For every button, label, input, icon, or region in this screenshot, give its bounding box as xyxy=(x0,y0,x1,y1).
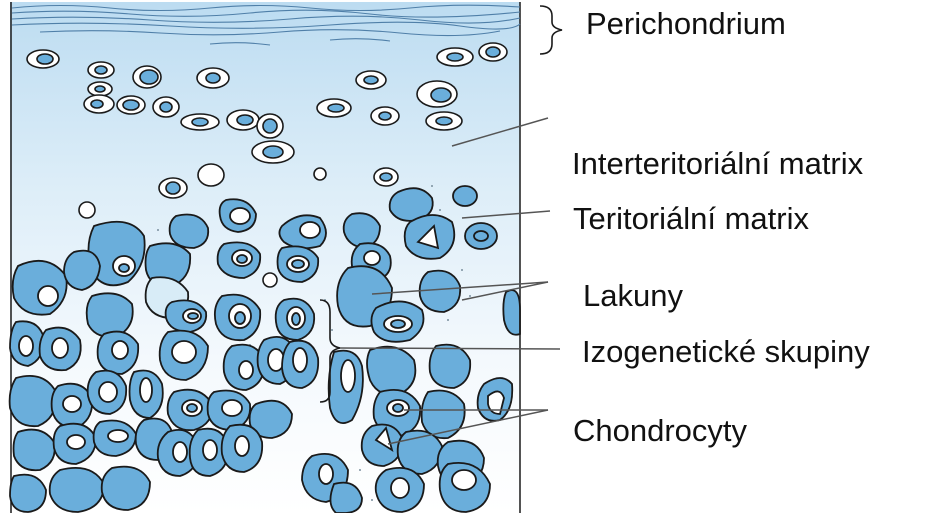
lacuna xyxy=(417,81,457,107)
lacuna xyxy=(79,202,95,218)
lacuna xyxy=(40,328,81,371)
lacuna xyxy=(227,110,259,130)
lacuna xyxy=(252,141,294,163)
lacuna xyxy=(282,341,318,388)
lacuna xyxy=(362,425,402,467)
lacuna xyxy=(317,99,351,117)
lacuna xyxy=(87,293,133,336)
lacuna xyxy=(430,345,471,388)
lacuna xyxy=(130,371,163,419)
lacuna xyxy=(159,178,187,198)
label-perichondrium: Perichondrium xyxy=(586,8,786,39)
label-chondrocytes: Chondrocyty xyxy=(573,415,747,446)
perichondrium-brace xyxy=(540,6,562,54)
lacuna xyxy=(222,425,263,472)
lacuna xyxy=(376,468,424,512)
lacuna xyxy=(278,246,319,282)
lacuna xyxy=(405,215,455,259)
lacuna xyxy=(420,271,461,312)
leader-isogenous xyxy=(340,348,560,349)
lacuna xyxy=(10,475,46,512)
lacuna xyxy=(367,347,415,395)
lacuna xyxy=(88,62,114,78)
lacuna xyxy=(257,114,283,138)
lacuna xyxy=(453,186,477,206)
lacuna xyxy=(422,391,465,439)
lacuna xyxy=(374,168,398,186)
lacuna xyxy=(371,301,423,341)
lacuna xyxy=(503,290,520,335)
lacuna xyxy=(14,430,55,471)
lacuna xyxy=(10,376,57,426)
label-isogenous-groups: Izogenetické skupiny xyxy=(582,336,870,367)
lacuna xyxy=(437,48,473,66)
lacuna xyxy=(153,97,179,117)
lacuna xyxy=(371,107,399,125)
lacuna xyxy=(27,50,59,68)
lacuna xyxy=(133,66,161,88)
lacuna xyxy=(170,215,209,249)
lacuna xyxy=(198,164,224,186)
lacuna xyxy=(13,261,67,315)
lacuna xyxy=(94,421,136,457)
lacuna xyxy=(215,295,260,341)
label-lacunae: Lakuny xyxy=(583,280,683,311)
lacuna xyxy=(88,371,127,414)
lacuna xyxy=(263,273,277,287)
lacuna xyxy=(117,96,145,114)
lacuna xyxy=(197,68,229,88)
lacuna xyxy=(166,300,207,332)
lacuna xyxy=(276,299,315,340)
lacuna xyxy=(84,95,114,113)
lacuna xyxy=(181,114,219,130)
lacuna xyxy=(314,168,326,180)
lacuna xyxy=(102,467,150,510)
lacuna xyxy=(98,332,139,374)
lacuna xyxy=(426,112,462,130)
lacuna xyxy=(356,71,386,89)
label-interterritorial-matrix: Interteritoriální matrix xyxy=(572,148,863,179)
lacuna xyxy=(479,43,507,61)
lacuna xyxy=(168,390,213,430)
lacuna xyxy=(465,223,497,249)
lacuna xyxy=(52,384,93,428)
label-territorial-matrix: Teritoriální matrix xyxy=(573,203,809,234)
lacuna xyxy=(88,82,112,96)
lacuna xyxy=(218,242,261,278)
lacuna xyxy=(50,468,104,512)
